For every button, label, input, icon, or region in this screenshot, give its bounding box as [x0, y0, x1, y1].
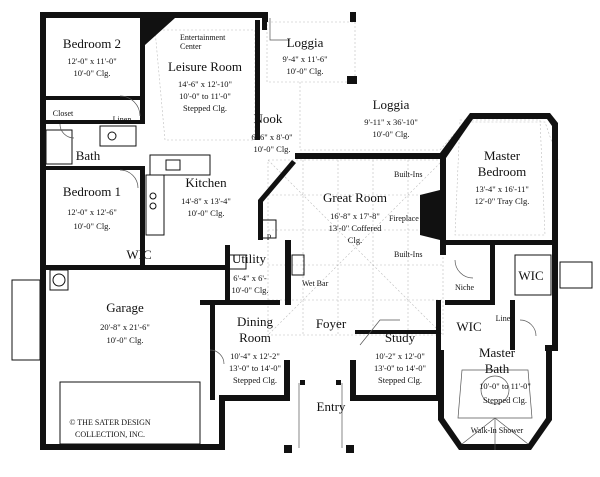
room-bedroom-1: Bedroom 1 12'-0" x 12'-6" 10'-0" Clg. [63, 184, 121, 231]
room-name-line-2: Bath [485, 361, 510, 376]
wic-right-bottom-label: WIC [456, 319, 481, 334]
room-loggia-small: Loggia 9'-4" x 11'-6" 10'-0" Clg. [282, 35, 327, 76]
pantry-label: P [267, 233, 272, 242]
room-dimensions: 14'-8" x 13'-4" [181, 196, 231, 206]
room-name-line-1: Master [479, 345, 516, 360]
room-name-line-1: Master [484, 148, 521, 163]
room-ceiling: 10'-0" Clg. [106, 335, 143, 345]
entry-label: Entry [317, 399, 346, 414]
room-ceiling: 10'-0" to 11'-0" [179, 91, 231, 101]
closet-label: Closet [53, 109, 74, 118]
linen-upper-label: Linen [113, 115, 132, 124]
built-ins-bottom-label: Built-Ins [394, 250, 422, 259]
room-kitchen: Kitchen 14'-8" x 13'-4" 10'-0" Clg. [181, 175, 231, 218]
room-garage: Garage 20'-8" x 21'-6" 10'-0" Clg. [100, 300, 150, 345]
copyright-line-2: COLLECTION, INC. [75, 430, 145, 439]
wic-left-label: WIC [126, 247, 151, 262]
room-dimensions: 14'-6" x 12'-10" [178, 79, 232, 89]
room-dimensions: 16'-8" x 17'-8" [330, 211, 380, 221]
linen-lower-label: Linen [496, 314, 515, 323]
wet-bar-label: Wet Bar [302, 279, 329, 288]
room-ceiling-type: Stepped Clg. [183, 103, 227, 113]
room-name-line-2: Bedroom [478, 164, 526, 179]
room-ceiling: 10'-0" Clg. [73, 68, 110, 78]
room-name: Nook [254, 111, 283, 126]
room-name: Utility [232, 251, 266, 266]
copyright: © THE SATER DESIGN COLLECTION, INC. [69, 418, 150, 439]
room-name: Bedroom 2 [63, 36, 121, 51]
room-dimensions: 13'-4" x 16'-11" [475, 184, 529, 194]
coffered-ceiling-grid [267, 159, 444, 336]
room-nook: Nook 6'-6" x 8'-0" 10'-0" Clg. [251, 111, 292, 154]
room-name: Great Room [323, 190, 387, 205]
room-ceiling-type: Stepped Clg. [378, 375, 422, 385]
entertainment-line-2: Center [180, 42, 202, 51]
room-ceiling: Stepped Clg. [483, 395, 527, 405]
room-utility: Utility 6'-4" x 6'- 10'-0" Clg. [231, 251, 268, 295]
bath-label: Bath [76, 148, 101, 163]
room-ceiling: 10'-0" Clg. [73, 221, 110, 231]
room-name: Loggia [373, 97, 410, 112]
room-bedroom-2: Bedroom 2 12'-0" x 11'-0" 10'-0" Clg. [63, 36, 121, 78]
room-master-bath: Master Bath 10'-0" to 11'-0" Stepped Clg… [479, 345, 531, 405]
room-dimensions: 20'-8" x 21'-6" [100, 322, 150, 332]
room-great-room: Great Room 16'-8" x 17'-8" 13'-0" Coffer… [323, 190, 387, 245]
built-ins-top-label: Built-Ins [394, 170, 422, 179]
room-dimensions: 9'-11" x 36'-10" [364, 117, 418, 127]
room-ceiling: 13'-0" to 14'-0" [229, 363, 281, 373]
room-name: Garage [106, 300, 144, 315]
room-dimensions: 6'-4" x 6'- [233, 273, 267, 283]
room-name: Loggia [287, 35, 324, 50]
wic-right-top-label: WIC [518, 268, 543, 283]
niche-label: Niche [455, 283, 475, 292]
room-ceiling: 12'-0" Tray Clg. [475, 196, 530, 206]
foyer-label: Foyer [316, 316, 347, 331]
room-dimensions: 12'-0" x 12'-6" [67, 207, 117, 217]
room-dimensions: 10'-0" to 11'-0" [479, 381, 531, 391]
room-name-line-2: Room [239, 330, 271, 345]
room-name: Leisure Room [168, 59, 242, 74]
exterior-walls [40, 12, 558, 453]
room-name-line-1: Dining [237, 314, 274, 329]
room-ceiling: 10'-0" Clg. [372, 129, 409, 139]
room-name: Kitchen [185, 175, 227, 190]
room-ceiling: 10'-0" Clg. [286, 66, 323, 76]
room-name: Bedroom 1 [63, 184, 121, 199]
room-ceiling-type: Clg. [348, 235, 362, 245]
room-master-bedroom: Master Bedroom 13'-4" x 16'-11" 12'-0" T… [475, 148, 530, 206]
room-entertainment-center: Entertainment Center [180, 33, 226, 51]
room-name: Study [385, 330, 416, 345]
room-dimensions: 12'-0" x 11'-0" [67, 56, 116, 66]
room-ceiling: 13'-0" to 14'-0" [374, 363, 426, 373]
room-dining: Dining Room 10'-4" x 12'-2" 13'-0" to 14… [229, 314, 281, 385]
room-loggia-large: Loggia 9'-11" x 36'-10" 10'-0" Clg. [364, 97, 418, 139]
room-study: Study 10'-2" x 12'-0" 13'-0" to 14'-0" S… [374, 330, 426, 385]
room-dimensions: 9'-4" x 11'-6" [282, 54, 327, 64]
room-dimensions: 10'-2" x 12'-0" [375, 351, 425, 361]
fixtures [11, 18, 593, 450]
interior-walls [40, 12, 555, 400]
copyright-line-1: © THE SATER DESIGN [69, 418, 150, 427]
room-ceiling-type: Stepped Clg. [233, 375, 277, 385]
fireplace-label: Fireplace [389, 214, 419, 223]
room-leisure: Leisure Room 14'-6" x 12'-10" 10'-0" to … [168, 59, 242, 113]
room-ceiling: 10'-0" Clg. [231, 285, 268, 295]
room-ceiling: 10'-0" Clg. [187, 208, 224, 218]
entertainment-line-1: Entertainment [180, 33, 226, 42]
room-dimensions: 6'-6" x 8'-0" [251, 132, 292, 142]
room-ceiling: 13'-0" Coffered [329, 223, 383, 233]
walk-in-shower-label: Walk-In Shower [471, 426, 524, 435]
room-ceiling: 10'-0" Clg. [253, 144, 290, 154]
room-dimensions: 10'-4" x 12'-2" [230, 351, 280, 361]
